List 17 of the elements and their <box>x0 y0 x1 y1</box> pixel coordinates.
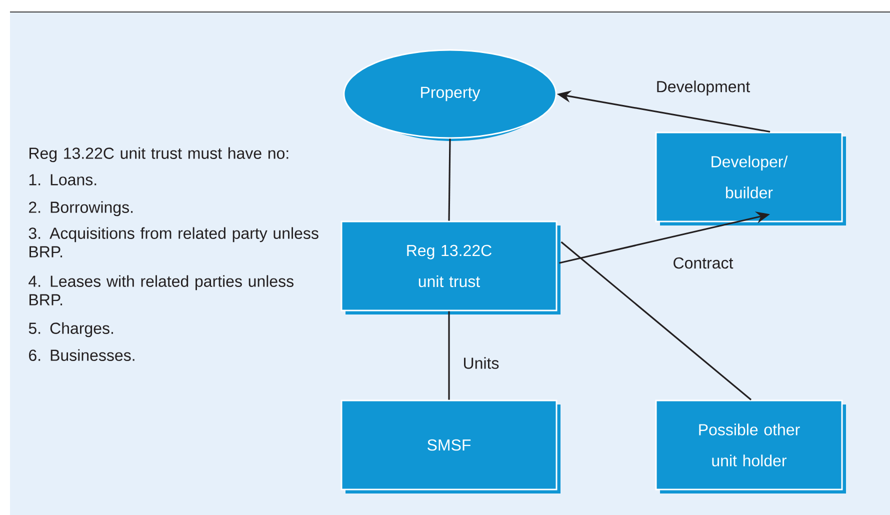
list-item: 2. Borrowings. <box>29 201 133 216</box>
process-box: SMSF <box>340 400 560 494</box>
list-item: 1. Loans. <box>29 174 96 186</box>
edge-label: Units <box>462 356 500 370</box>
list-item: 4. Leases with related parties unless BRP. <box>28 275 294 306</box>
connector-line <box>448 138 451 221</box>
process-box: Possible other unit holder <box>655 400 846 494</box>
process-box: Developer/ builder <box>655 132 846 226</box>
edge-label: Contract <box>672 256 734 270</box>
edge-label: Development <box>654 80 752 96</box>
list-item: 5. Charges. <box>28 322 113 338</box>
connector-line <box>560 241 752 400</box>
connector-line <box>448 311 450 400</box>
list-item: 3. Acquisitions from related party unless BRP. <box>28 227 318 258</box>
process-box: Reg 13.22C unit trust <box>340 220 560 314</box>
heading-text: Reg 13.22C unit trust must have no: <box>30 147 288 162</box>
list-item: 6. Businesses. <box>29 349 134 361</box>
